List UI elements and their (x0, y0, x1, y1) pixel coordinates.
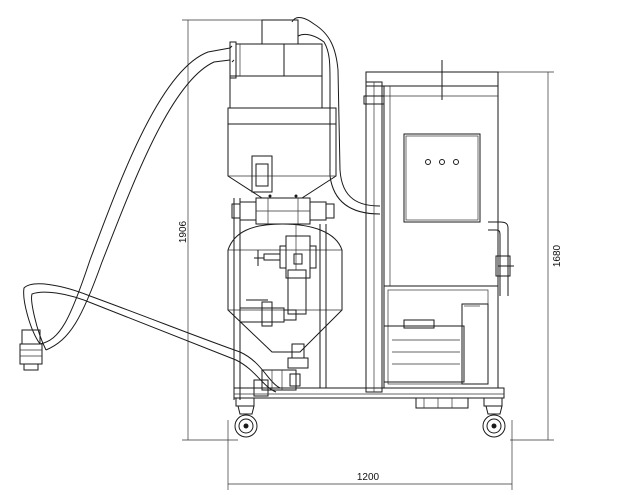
filter-body (231, 194, 335, 225)
dimension-overall-width: 1200 (227, 420, 513, 490)
pressure-vessel (227, 223, 343, 353)
fan-enclosure (383, 285, 499, 389)
control-panel (403, 133, 481, 223)
left-caster (234, 397, 258, 438)
overall-width-label: 1200 (357, 472, 380, 483)
flexible-hose (23, 45, 281, 393)
dimension-overall-height: 1906 (178, 19, 262, 441)
center-valve (254, 235, 317, 279)
right-caster (482, 397, 506, 438)
upper-hopper (227, 107, 337, 199)
exhaust-pipe (488, 221, 514, 296)
overall-height-label: 1906 (178, 220, 189, 243)
dimension-cabinet-height: 1680 (492, 71, 563, 441)
indicator-light-2 (439, 159, 445, 165)
hose-nozzle (19, 329, 43, 371)
cabinet-height-label: 1680 (552, 244, 563, 267)
mixing-valve (253, 369, 301, 397)
indicator-light-3 (453, 159, 459, 165)
cyclone-inlet (229, 19, 323, 109)
indicator-light-1 (425, 159, 431, 165)
frame (233, 198, 505, 409)
vertical-duct (363, 81, 385, 393)
upper-duct (291, 17, 381, 215)
outlet-valve (287, 343, 309, 369)
